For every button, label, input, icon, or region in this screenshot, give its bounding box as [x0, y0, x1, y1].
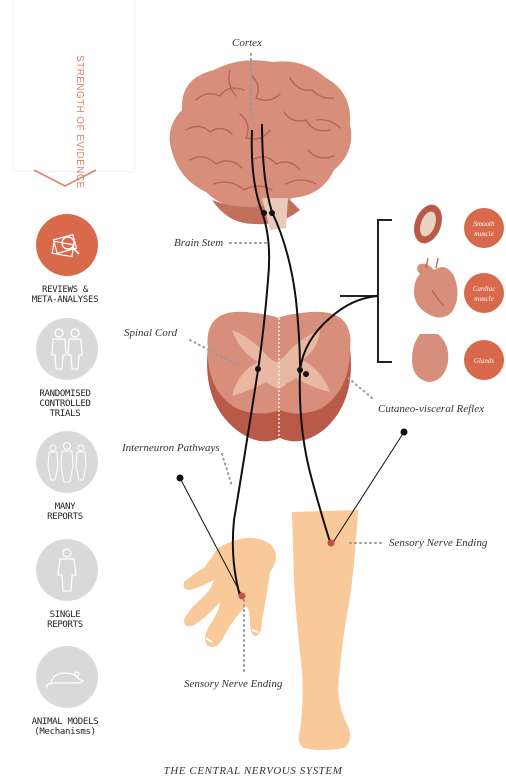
label-sensory-nerve-ending-hand: Sensory Nerve Ending: [184, 678, 282, 690]
label-brain-stem: Brain Stem: [174, 237, 223, 249]
organ-label: Glands: [474, 357, 495, 365]
label-cortex: Cortex: [232, 37, 262, 49]
organ-label: muscle: [474, 295, 493, 303]
organs-group: Smooth muscle Cardiac muscle Glands: [340, 201, 504, 382]
organ-label: Cardiac: [473, 285, 497, 293]
gland-icon: [412, 334, 448, 382]
hand-illustration: [184, 538, 276, 647]
diagram-caption: THE CENTRAL NERVOUS SYSTEM: [0, 765, 506, 777]
heart-icon: [414, 258, 458, 318]
spinal-cord-section: [207, 312, 351, 441]
organ-label: muscle: [474, 230, 493, 238]
organ-badge-cardiac-muscle: [464, 273, 504, 313]
organ-label: Smooth: [474, 220, 496, 228]
leg-illustration: [292, 510, 358, 750]
label-sensory-nerve-ending-leg: Sensory Nerve Ending: [389, 537, 487, 549]
label-interneuron-pathways: Interneuron Pathways: [122, 442, 220, 454]
smooth-muscle-icon: [409, 201, 447, 247]
organ-badge-smooth-muscle: [464, 208, 504, 248]
label-spinal-cord: Spinal Cord: [124, 327, 177, 339]
label-cutaneo-visceral-reflex: Cutaneo-visceral Reflex: [378, 403, 484, 415]
